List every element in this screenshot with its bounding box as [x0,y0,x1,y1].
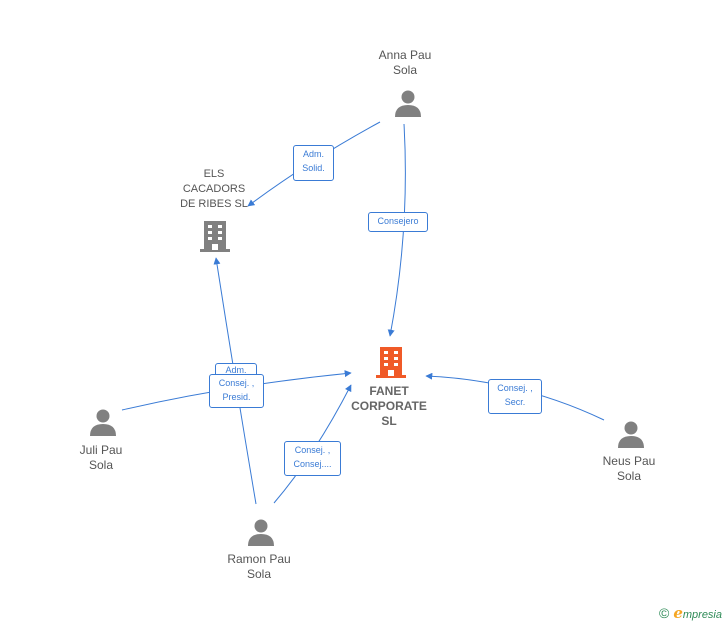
edge-label-neus-fanet[interactable]: Consej. , Secr. [488,379,542,414]
person-icon-anna[interactable] [393,89,423,119]
person-icon-ramon[interactable] [246,518,276,548]
empresia-brand: © empresia [659,604,722,622]
edge-label-anna-els[interactable]: Adm. Solid. [293,145,334,181]
node-label-els: ELS CACADORS DE RIBES SL [180,168,248,210]
building-icon-els[interactable] [199,219,231,253]
node-label-fanet: FANET CORPORATE SL [351,384,427,428]
node-label-juli: Juli Pau Sola [79,443,123,472]
node-label-anna: Anna Pau Sola [378,48,432,77]
node-label-ramon: Ramon Pau Sola [227,552,291,581]
edge-label-ramon-fanet[interactable]: Consej. , Consej.... [284,441,341,476]
empresia-logo[interactable]: empresia [673,604,722,622]
edge-label-juli-fanet[interactable]: Consej. , Presid. [209,374,264,408]
person-icon-neus[interactable] [616,420,646,450]
node-label-neus: Neus Pau Sola [602,454,656,483]
building-icon-fanet[interactable] [375,345,407,379]
copyright-icon: © [659,605,670,621]
person-icon-juli[interactable] [88,408,118,438]
edge-label-anna-fanet[interactable]: Consejero [368,212,428,232]
